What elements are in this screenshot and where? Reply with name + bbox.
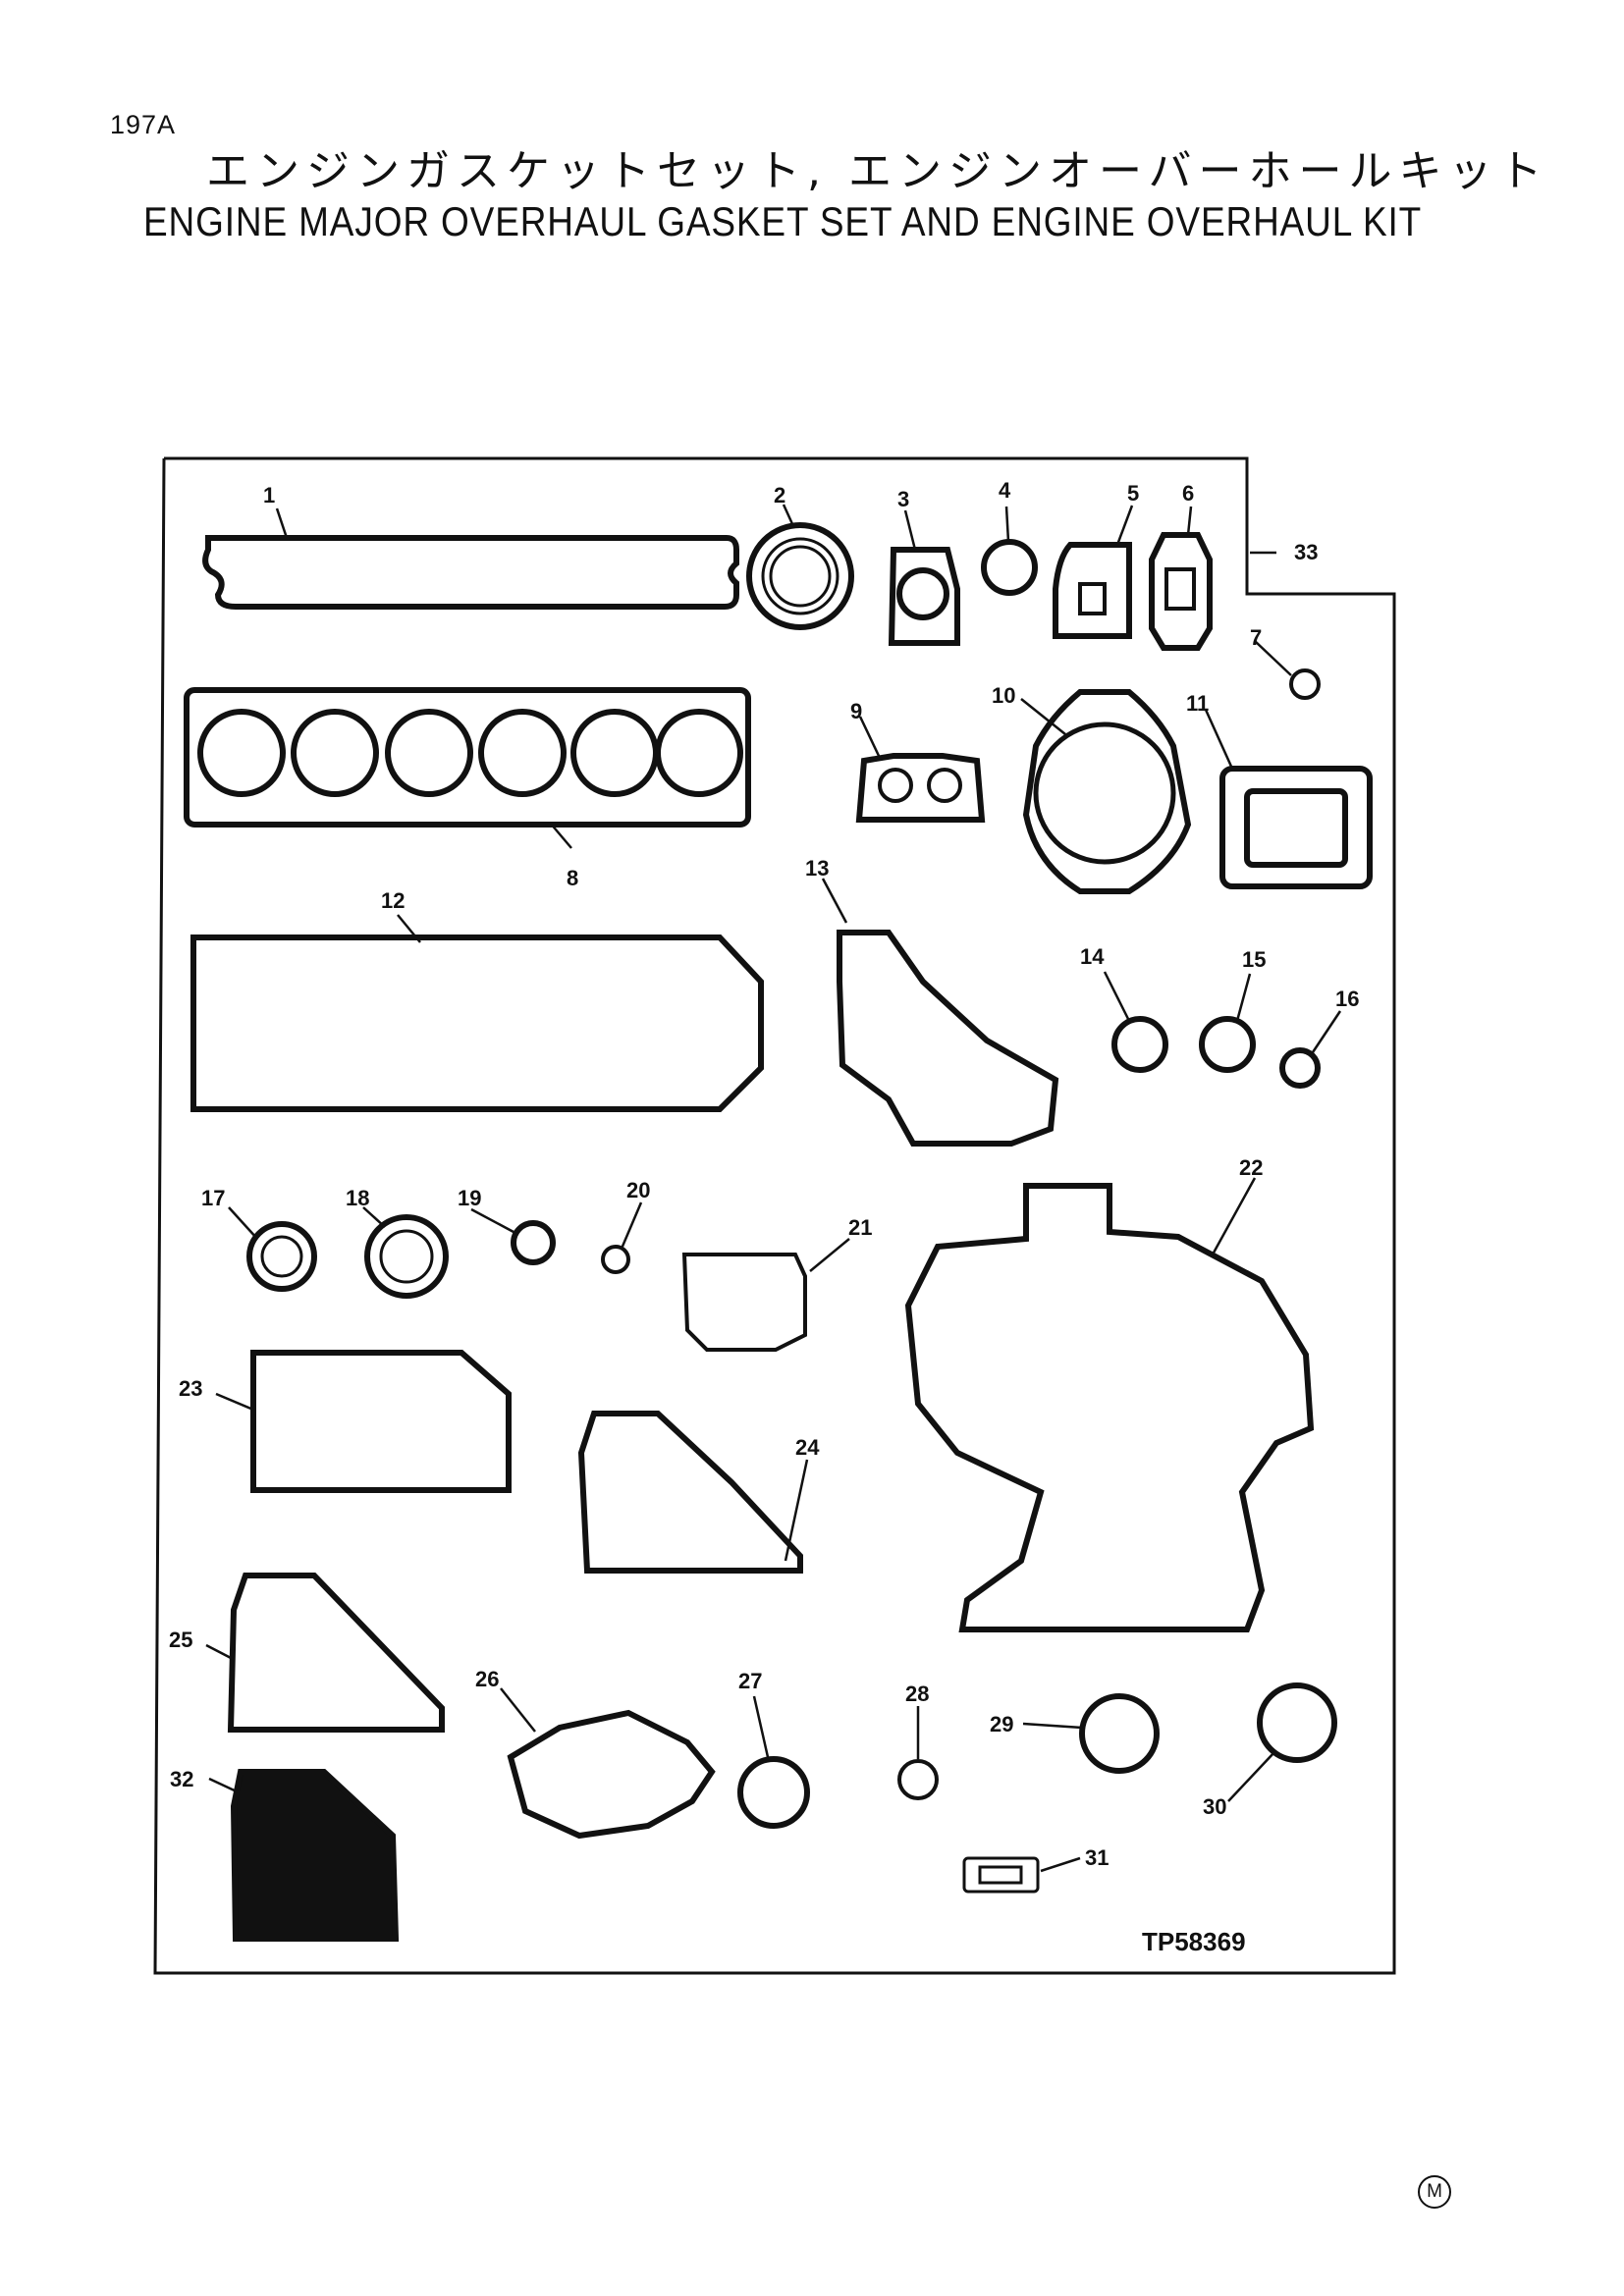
part-label: 14	[1080, 944, 1105, 969]
part-20-ring	[601, 1245, 630, 1274]
part-4-ring	[981, 539, 1038, 596]
part-16-ring	[1279, 1047, 1321, 1089]
part-label: 27	[738, 1669, 762, 1693]
part-28-ring	[897, 1759, 939, 1800]
part-5-gasket	[1053, 542, 1132, 639]
part-label: 25	[169, 1628, 192, 1652]
part-12-oil-pan-gasket	[190, 934, 764, 1112]
part-24-gasket	[577, 1411, 803, 1574]
part-2-seal	[746, 522, 854, 630]
part-label: 5	[1127, 481, 1139, 506]
part-label: 32	[170, 1767, 193, 1791]
part-label: 1	[263, 483, 275, 507]
part-labels: 1 2 3 4 5 6 7 8 9 10 11 12 13 14 15 16 1…	[169, 478, 1359, 1870]
part-17-seal	[246, 1221, 317, 1292]
part-label: 22	[1239, 1155, 1263, 1180]
part-label: 4	[999, 478, 1011, 503]
part-label: 26	[475, 1667, 499, 1691]
part-25-gasket	[227, 1573, 445, 1733]
part-label: 28	[905, 1682, 929, 1706]
part-1-gasket	[202, 535, 739, 610]
part-label: 23	[179, 1376, 202, 1401]
part-14-ring	[1111, 1016, 1168, 1073]
part-9-gasket	[855, 753, 986, 823]
part-22-timing-cover	[904, 1183, 1315, 1632]
part-label: 8	[567, 866, 578, 890]
part-label: 21	[848, 1215, 872, 1240]
part-label: 18	[346, 1186, 369, 1210]
part-label: 15	[1242, 947, 1266, 972]
part-23-gasket	[250, 1350, 512, 1493]
part-13-gasket	[837, 930, 1059, 1147]
part-label: 19	[458, 1186, 481, 1210]
part-label: 9	[850, 699, 862, 723]
leader-lines	[205, 504, 1342, 1873]
part-label: 24	[795, 1435, 820, 1460]
page-number: 197A	[110, 110, 177, 139]
part-label: 33	[1294, 540, 1318, 564]
part-11-gasket	[1219, 766, 1373, 889]
part-10-gasket	[1022, 689, 1192, 894]
part-8-head-gasket	[184, 687, 751, 828]
part-label: 6	[1182, 481, 1194, 506]
part-label: 29	[990, 1712, 1013, 1736]
part-19-ring	[511, 1220, 556, 1265]
part-15-ring	[1199, 1016, 1256, 1073]
part-30-ring	[1257, 1682, 1337, 1763]
part-3-gasket	[888, 547, 960, 646]
part-label: 13	[805, 856, 829, 881]
part-label: 31	[1085, 1845, 1109, 1870]
part-label: 12	[381, 888, 405, 913]
part-26-gasket	[507, 1709, 716, 1840]
diagram-border	[153, 456, 1396, 1975]
part-7-ring	[1289, 668, 1321, 700]
page-title-english: ENGINE MAJOR OVERHAUL GASKET SET AND ENG…	[143, 198, 1423, 244]
part-6-gasket	[1149, 532, 1213, 651]
part-29-ring	[1079, 1693, 1160, 1774]
part-27-ring	[737, 1756, 810, 1829]
part-21-gasket	[681, 1253, 807, 1352]
page-title-japanese: エンジンガスケットセット, エンジンオーバーホールキット	[206, 146, 1549, 196]
part-label: 2	[774, 483, 785, 507]
part-31-gasket	[962, 1856, 1040, 1894]
part-label: 16	[1335, 987, 1359, 1011]
part-label: 7	[1250, 625, 1262, 650]
part-label: 3	[897, 487, 909, 511]
drawing-code: TP58369	[1142, 1927, 1246, 1956]
part-label: 17	[201, 1186, 225, 1210]
part-label: 11	[1186, 691, 1209, 716]
part-label: 20	[626, 1178, 650, 1202]
part-label: 10	[992, 683, 1015, 708]
part-18-seal	[364, 1214, 449, 1299]
part-32-gasket	[230, 1769, 400, 1942]
registered-mark: M	[1418, 2175, 1451, 2209]
part-label: 30	[1203, 1794, 1226, 1819]
